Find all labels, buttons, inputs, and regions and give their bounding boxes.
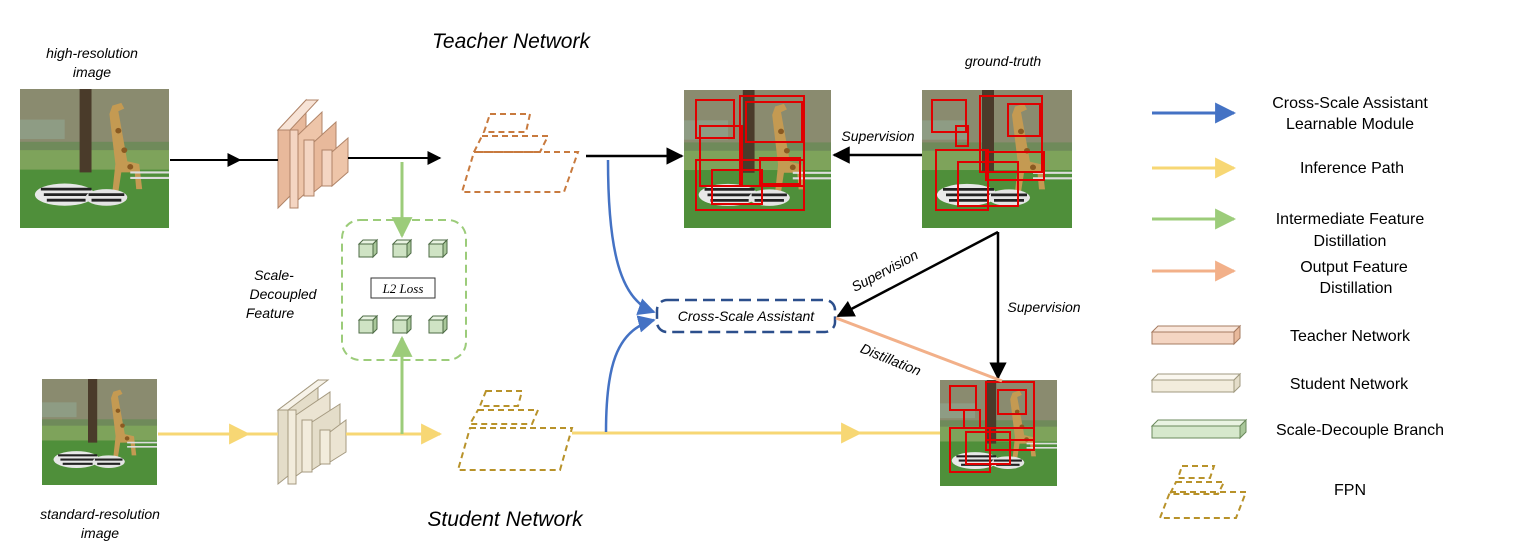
legend-cross-scale-line2: Learnable Module [1286, 116, 1414, 133]
standard-resolution-image [40, 377, 159, 487]
legend-output-line2: Distillation [1320, 280, 1393, 297]
hr-image-label-line1: high-resolution [46, 45, 138, 61]
teacher-fpn [460, 113, 580, 193]
sr-image-label-line1: standard-resolution [40, 506, 160, 522]
supervision-label-2: Supervision [849, 246, 921, 295]
student-backbone-block [276, 379, 347, 486]
legend-student-block [1150, 372, 1242, 394]
scale-decoupled-label-3: Feature [246, 305, 294, 321]
legend-scale-branch: Scale-Decouple Branch [1276, 422, 1444, 439]
blue-curve-from-teacher [606, 159, 656, 315]
scale-decoupled-label-1: Scale- [254, 267, 294, 283]
cross-scale-assistant-label: Cross-Scale Assistant [678, 308, 816, 324]
ground-truth-image [920, 88, 1074, 230]
legend-intermediate-line2: Distillation [1314, 233, 1387, 250]
distillation-arrow [835, 316, 1003, 383]
legend-cross-scale-line1: Cross-Scale Assistant [1272, 95, 1428, 112]
student-prediction-image [938, 378, 1059, 488]
legend-fpn: FPN [1334, 482, 1366, 499]
supervision-label-3: Supervision [1007, 299, 1080, 315]
legend-fpn-icon [1158, 465, 1248, 519]
teacher-backbone-block [276, 98, 349, 210]
legend-output-line1: Output Feature [1300, 259, 1408, 276]
l2-loss-label: L2 Loss [382, 281, 424, 296]
legend-inference: Inference Path [1300, 160, 1404, 177]
hr-image-label-line2: image [73, 64, 111, 80]
supervision-label-1: Supervision [841, 128, 914, 144]
scale-decouple-cubes-bottom [358, 315, 448, 334]
blue-curve-from-student [604, 315, 656, 433]
student-fpn [456, 390, 574, 471]
teacher-network-title: Teacher Network [432, 30, 591, 53]
legend-intermediate-line1: Intermediate Feature [1276, 211, 1425, 228]
l2-loss-box [370, 277, 436, 299]
legend-teacher-block [1150, 324, 1242, 346]
legend-student: Student Network [1290, 376, 1409, 393]
scale-decouple-cubes-top [358, 239, 448, 258]
supervision-arrow-gt-to-assistant [836, 230, 999, 318]
sr-image-label-line2: image [81, 525, 119, 541]
gt-label: ground-truth [965, 53, 1041, 69]
distillation-label: Distillation [858, 340, 923, 379]
legend-teacher: Teacher Network [1290, 328, 1411, 345]
legend: Cross-Scale Assistant Learnable Module I… [1150, 95, 1444, 519]
teacher-prediction-image [682, 88, 833, 230]
cross-scale-assistant-box [655, 298, 837, 334]
high-resolution-image [18, 87, 171, 230]
scale-decoupled-label-2: Decoupled [250, 286, 318, 302]
legend-branch-block [1150, 418, 1248, 440]
student-network-title: Student Network [427, 508, 584, 531]
